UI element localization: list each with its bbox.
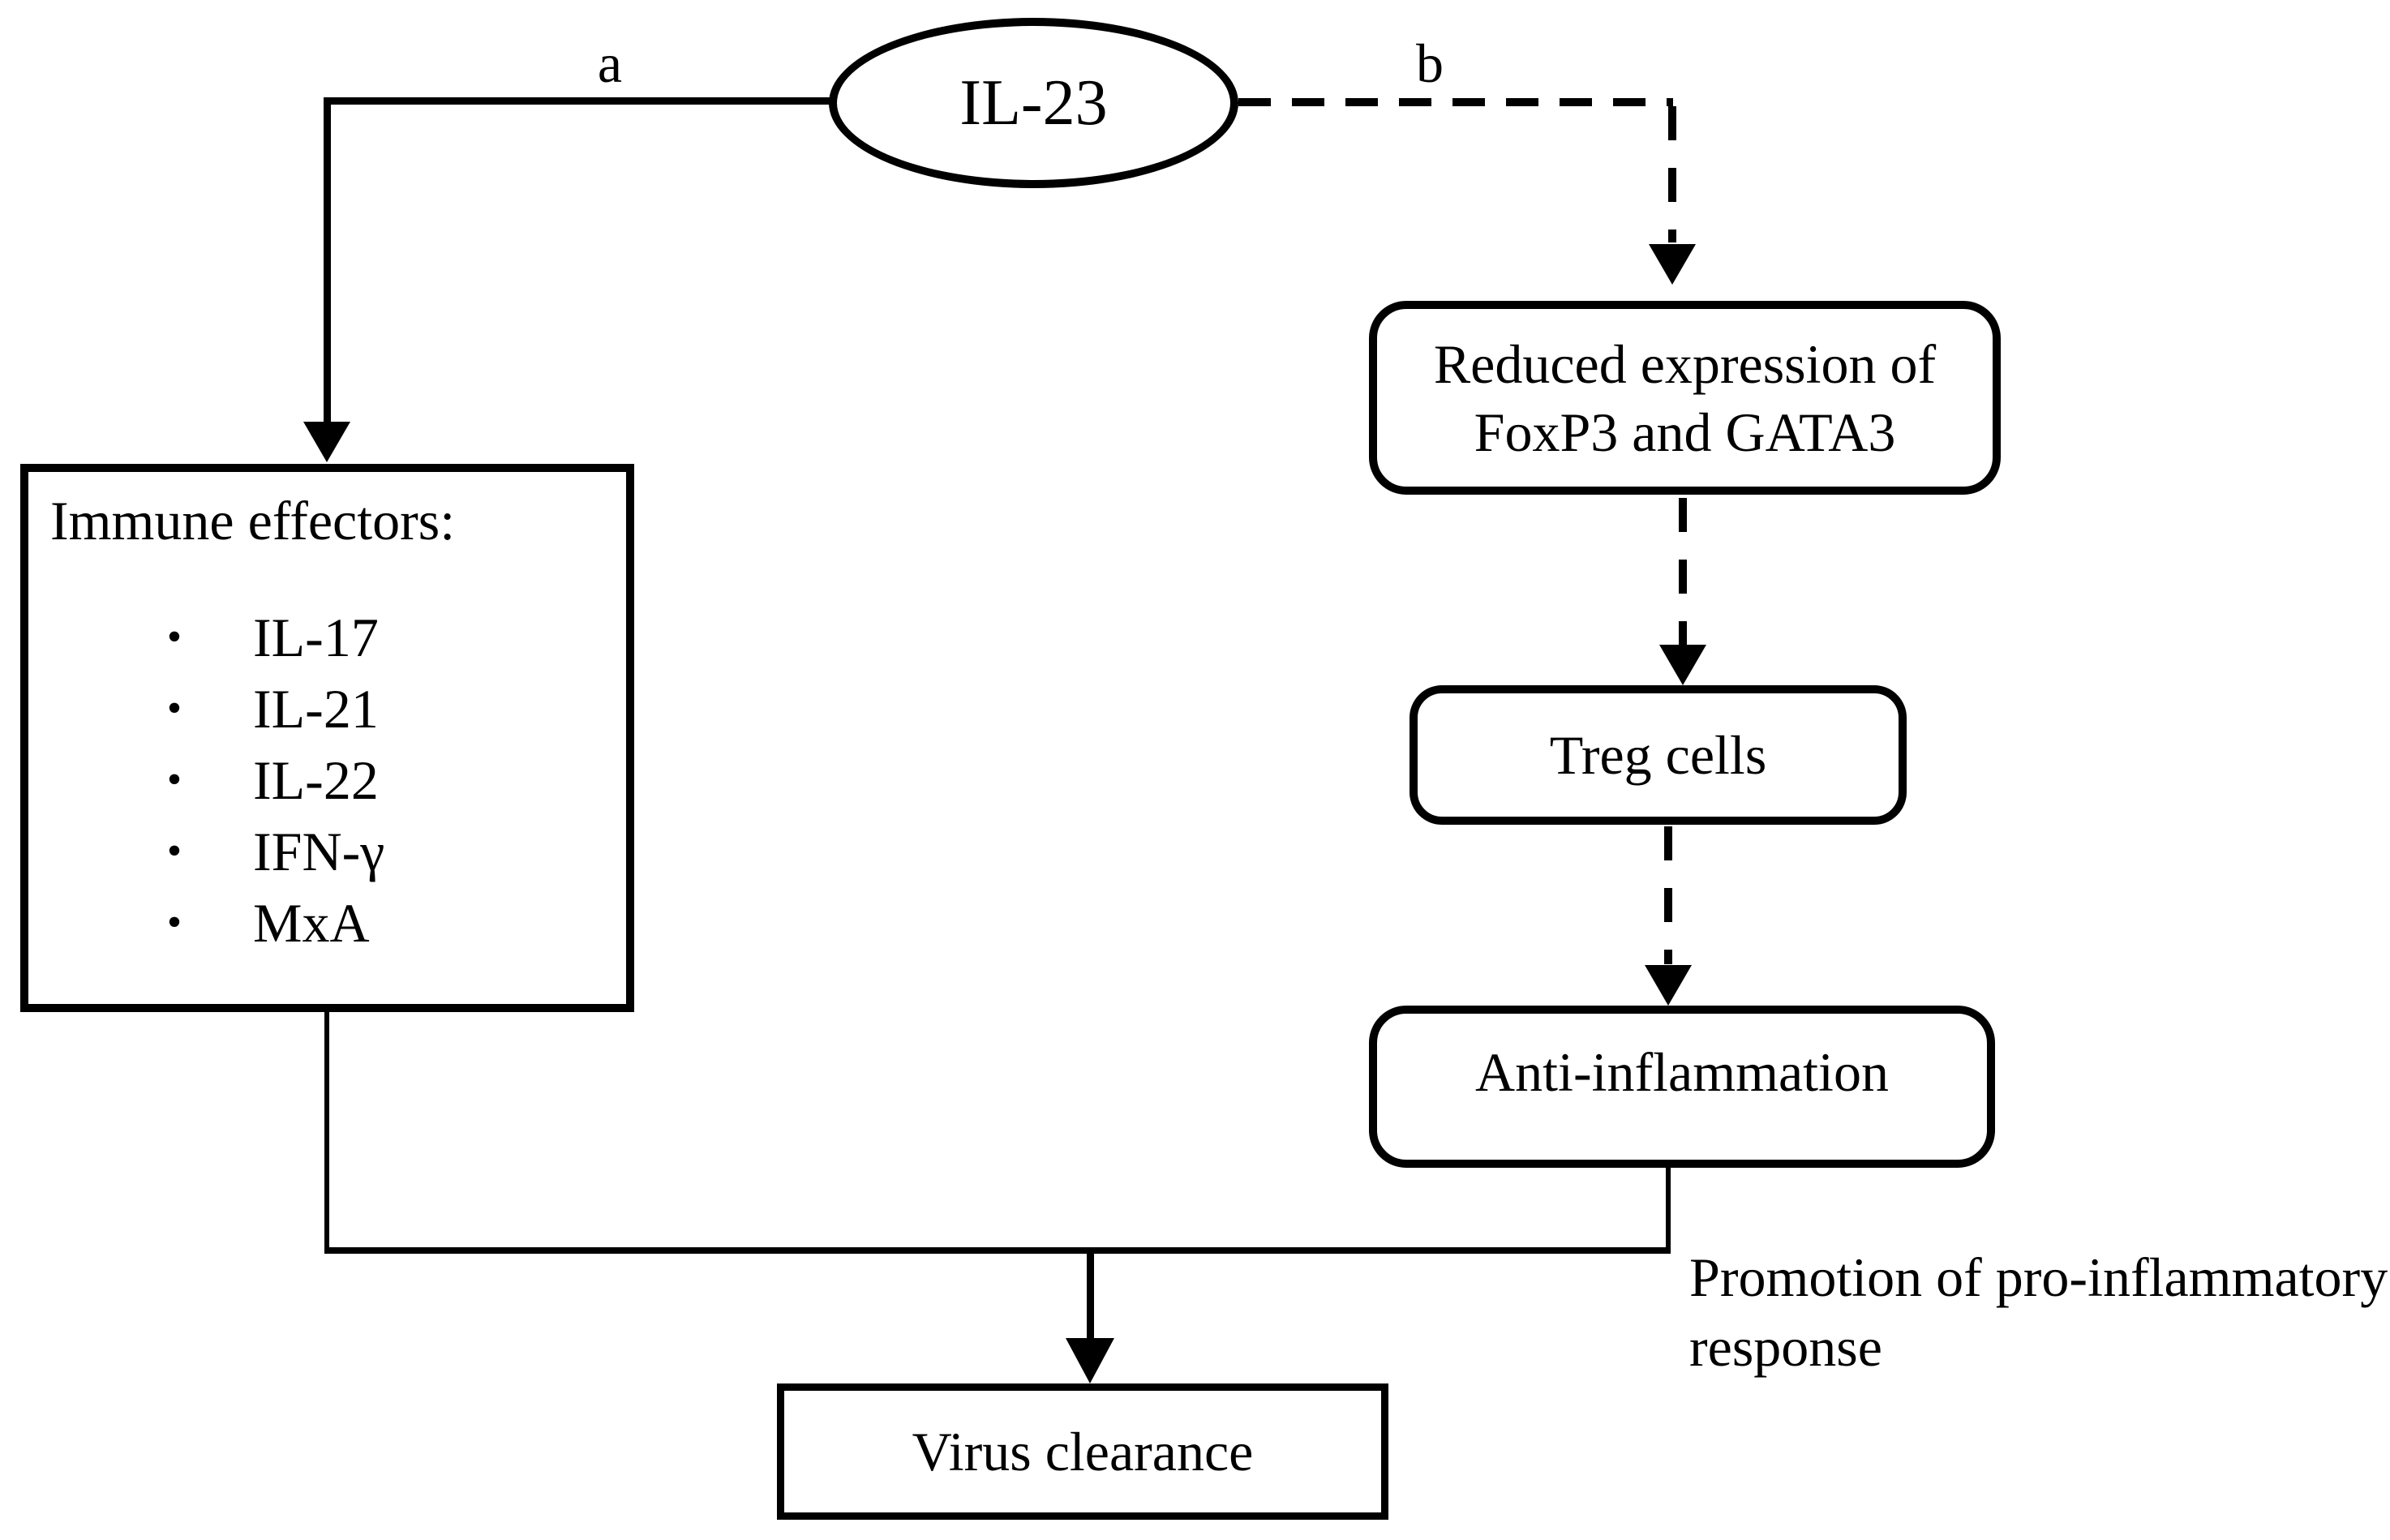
anti-merge-line [1666, 1168, 1671, 1252]
list-item: • MxA [154, 887, 384, 959]
bullet-icon: • [166, 614, 182, 660]
list-item-label: MxA [253, 891, 370, 954]
reduced-expression-line1: Reduced expression of [1433, 332, 1937, 395]
promotion-note: Promotion of pro-inflammatory response [1689, 1242, 2388, 1382]
list-item-label: IFN-γ [253, 820, 385, 882]
bullet-icon: • [166, 757, 182, 803]
immune-effectors-list: • IL-17 • IL-21 • IL-22 • IFN-γ • MxA [154, 602, 384, 959]
virus-clearance-label: Virus clearance [912, 1421, 1254, 1482]
reduced-to-treg-arrowhead-icon [1659, 645, 1706, 685]
treg-to-anti-arrowhead-icon [1645, 965, 1692, 1006]
edge-a-vertical-line [324, 97, 331, 423]
il23-label: IL-23 [959, 66, 1108, 139]
list-item: • IL-21 [154, 673, 384, 744]
list-item-label: IL-17 [253, 606, 379, 668]
merge-arrow-shaft [1087, 1254, 1094, 1340]
bullet-icon: • [166, 685, 182, 731]
il23-node: IL-23 [829, 18, 1238, 188]
treg-cells-label: Treg cells [1549, 724, 1767, 786]
list-item: • IL-22 [154, 744, 384, 816]
reduced-to-treg-dashed-line [1679, 498, 1687, 646]
bullet-icon: • [166, 828, 182, 874]
bullet-icon: • [166, 899, 182, 946]
immune-effectors-node [20, 464, 634, 1012]
edge-b-horizontal-dashed-line [1238, 98, 1673, 106]
edge-a-horizontal-line [324, 97, 833, 105]
promotion-note-line2: response [1689, 1316, 1882, 1378]
merge-arrowhead-icon [1066, 1338, 1114, 1383]
treg-to-anti-dashed-line [1664, 826, 1672, 964]
list-item-label: IL-22 [253, 749, 379, 811]
immune-merge-line [324, 1012, 329, 1252]
virus-clearance-node: Virus clearance [777, 1383, 1388, 1520]
reduced-expression-line2: FoxP3 and GATA3 [1474, 401, 1896, 463]
edge-a-label: a [597, 32, 623, 94]
edge-a-arrowhead-icon [303, 422, 350, 462]
edge-b-label: b [1416, 32, 1444, 94]
anti-inflammation-node: Anti-inflammation [1369, 1006, 1995, 1168]
merge-horizontal-line [324, 1247, 1671, 1254]
anti-inflammation-label: Anti-inflammation [1475, 1041, 1889, 1103]
treg-cells-node: Treg cells [1410, 685, 1907, 825]
immune-effectors-title: Immune effectors: [50, 490, 456, 551]
list-item: • IL-17 [154, 602, 384, 673]
list-item-label: IL-21 [253, 677, 379, 740]
list-item: • IFN-γ [154, 816, 384, 887]
edge-b-vertical-dashed-line [1668, 106, 1676, 242]
promotion-note-line1: Promotion of pro-inflammatory [1689, 1246, 2388, 1308]
reduced-expression-node: Reduced expression of FoxP3 and GATA3 [1369, 301, 2001, 495]
edge-b-arrowhead-icon [1649, 244, 1696, 285]
